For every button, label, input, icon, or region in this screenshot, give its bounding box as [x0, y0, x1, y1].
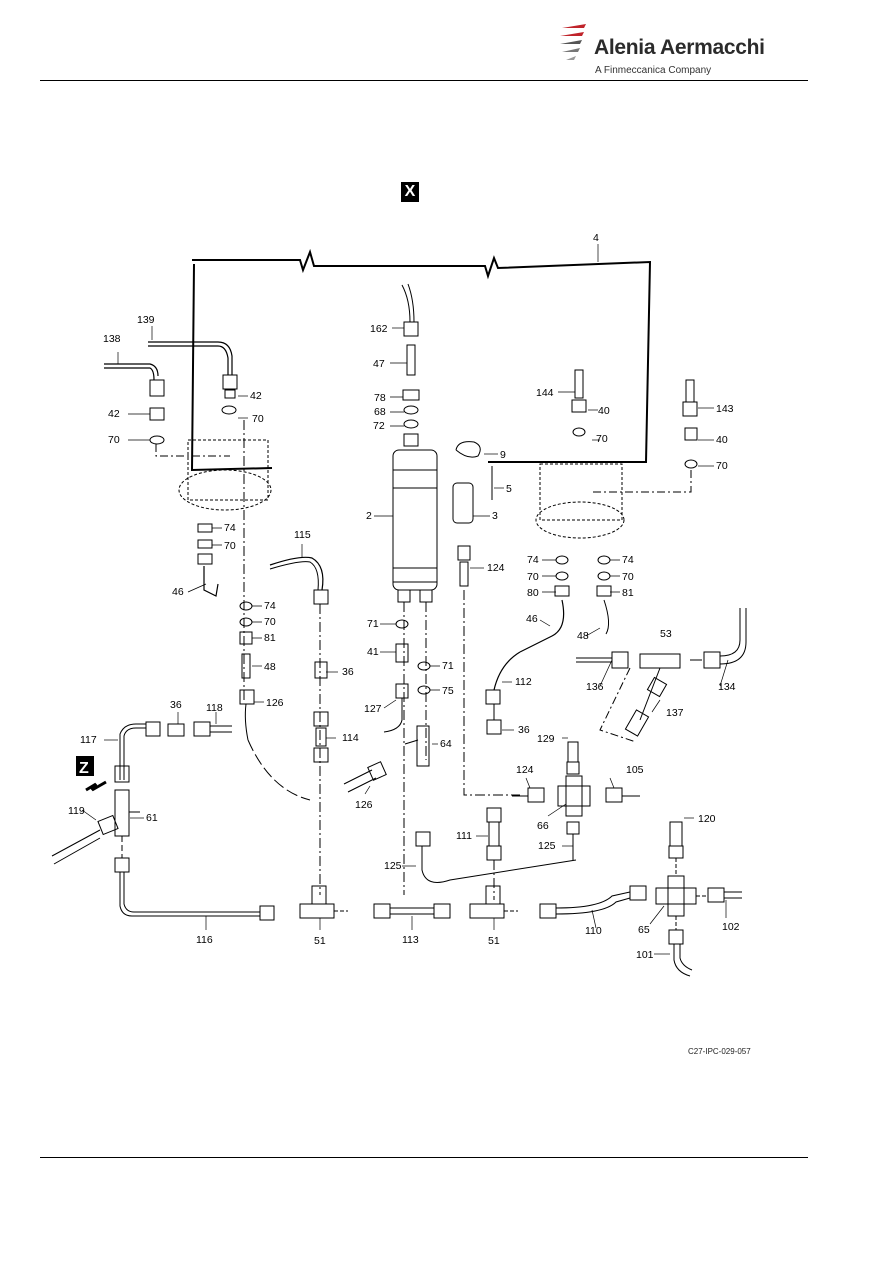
callout-143: 143	[716, 403, 734, 415]
callout-65: 65	[638, 924, 650, 936]
callout-40b: 40	[716, 434, 728, 446]
callout-40a: 40	[598, 405, 610, 417]
callout-117: 117	[80, 734, 97, 746]
callout-61: 61	[146, 812, 158, 824]
callout-36c: 36	[518, 724, 530, 736]
callout-102: 102	[722, 921, 740, 933]
callout-126a: 126	[266, 697, 284, 709]
callout-42a: 42	[250, 390, 262, 402]
callout-4: 4	[593, 232, 599, 244]
callout-162: 162	[370, 323, 388, 335]
callout-124a: 124	[487, 562, 505, 574]
view-z-label: Z	[79, 760, 89, 777]
callout-125b: 125	[384, 860, 402, 872]
callout-139: 139	[137, 314, 155, 326]
header-rule	[40, 80, 808, 81]
callout-74d: 74	[264, 600, 276, 612]
callout-101: 101	[636, 949, 654, 961]
callout-70g: 70	[622, 571, 634, 583]
callout-78: 78	[374, 392, 386, 404]
callout-9: 9	[500, 449, 506, 461]
brand-name: Alenia Aermacchi	[594, 36, 765, 59]
callout-36b: 36	[170, 699, 182, 711]
callout-124b: 124	[516, 764, 534, 776]
callout-105: 105	[626, 764, 644, 776]
callout-42b: 42	[108, 408, 120, 420]
callout-115: 115	[294, 529, 311, 541]
callout-41: 41	[367, 646, 379, 658]
figure-code: C27-IPC-029-057	[688, 1047, 751, 1056]
callout-70h: 70	[264, 616, 276, 628]
callout-112: 112	[515, 676, 532, 688]
callout-71a: 71	[367, 618, 379, 630]
callout-144: 144	[536, 387, 554, 399]
callout-126b: 126	[355, 799, 373, 811]
callout-110: 110	[585, 925, 602, 937]
callout-75: 75	[442, 685, 454, 697]
callout-113: 113	[402, 934, 419, 946]
callout-119: 119	[68, 805, 85, 817]
callout-70d: 70	[716, 460, 728, 472]
callout-66: 66	[537, 820, 549, 832]
view-z-tag	[76, 756, 94, 776]
callout-71b: 71	[442, 660, 454, 672]
callout-46a: 46	[172, 586, 184, 598]
callout-80: 80	[527, 587, 539, 599]
callout-64: 64	[440, 738, 452, 750]
callout-116: 116	[196, 934, 213, 946]
footer-rule	[40, 1157, 808, 1158]
callout-2: 2	[366, 510, 372, 522]
callout-137: 137	[666, 707, 684, 719]
callout-74c: 74	[622, 554, 634, 566]
logo-swoosh-icon	[560, 24, 586, 60]
callout-118: 118	[206, 702, 223, 714]
brand-tagline: A Finmeccanica Company	[595, 65, 712, 76]
callout-120: 120	[698, 813, 716, 825]
callout-114: 114	[342, 732, 359, 744]
callout-127: 127	[364, 703, 382, 715]
callout-36a: 36	[342, 666, 354, 678]
callout-72: 72	[373, 420, 385, 432]
callout-51a: 51	[314, 935, 326, 947]
callout-48b: 48	[264, 661, 276, 673]
callout-70c: 70	[596, 433, 608, 445]
callout-136: 136	[586, 681, 604, 693]
callout-70a: 70	[252, 413, 264, 425]
callout-48a: 48	[577, 630, 589, 642]
callout-129: 129	[537, 733, 555, 745]
callout-46b: 46	[526, 613, 538, 625]
callout-81b: 81	[264, 632, 276, 644]
callout-5: 5	[506, 483, 512, 495]
callout-74b: 74	[527, 554, 539, 566]
callout-74a: 74	[224, 522, 236, 534]
callout-125a: 125	[538, 840, 556, 852]
callout-68: 68	[374, 406, 386, 418]
callout-134: 134	[718, 681, 736, 693]
callout-70b: 70	[108, 434, 120, 446]
callout-81a: 81	[622, 587, 634, 599]
callout-51b: 51	[488, 935, 500, 947]
callout-53: 53	[660, 628, 672, 640]
callout-47: 47	[373, 358, 385, 370]
callout-3: 3	[492, 510, 498, 522]
alenia-aermacchi-logo: Alenia Aermacchi A Finmeccanica Company	[558, 22, 798, 82]
callout-111: 111	[456, 830, 472, 842]
callout-70e: 70	[224, 540, 236, 552]
callout-70f: 70	[527, 571, 539, 583]
callout-138: 138	[103, 333, 121, 345]
view-x-tag: X	[401, 182, 419, 202]
